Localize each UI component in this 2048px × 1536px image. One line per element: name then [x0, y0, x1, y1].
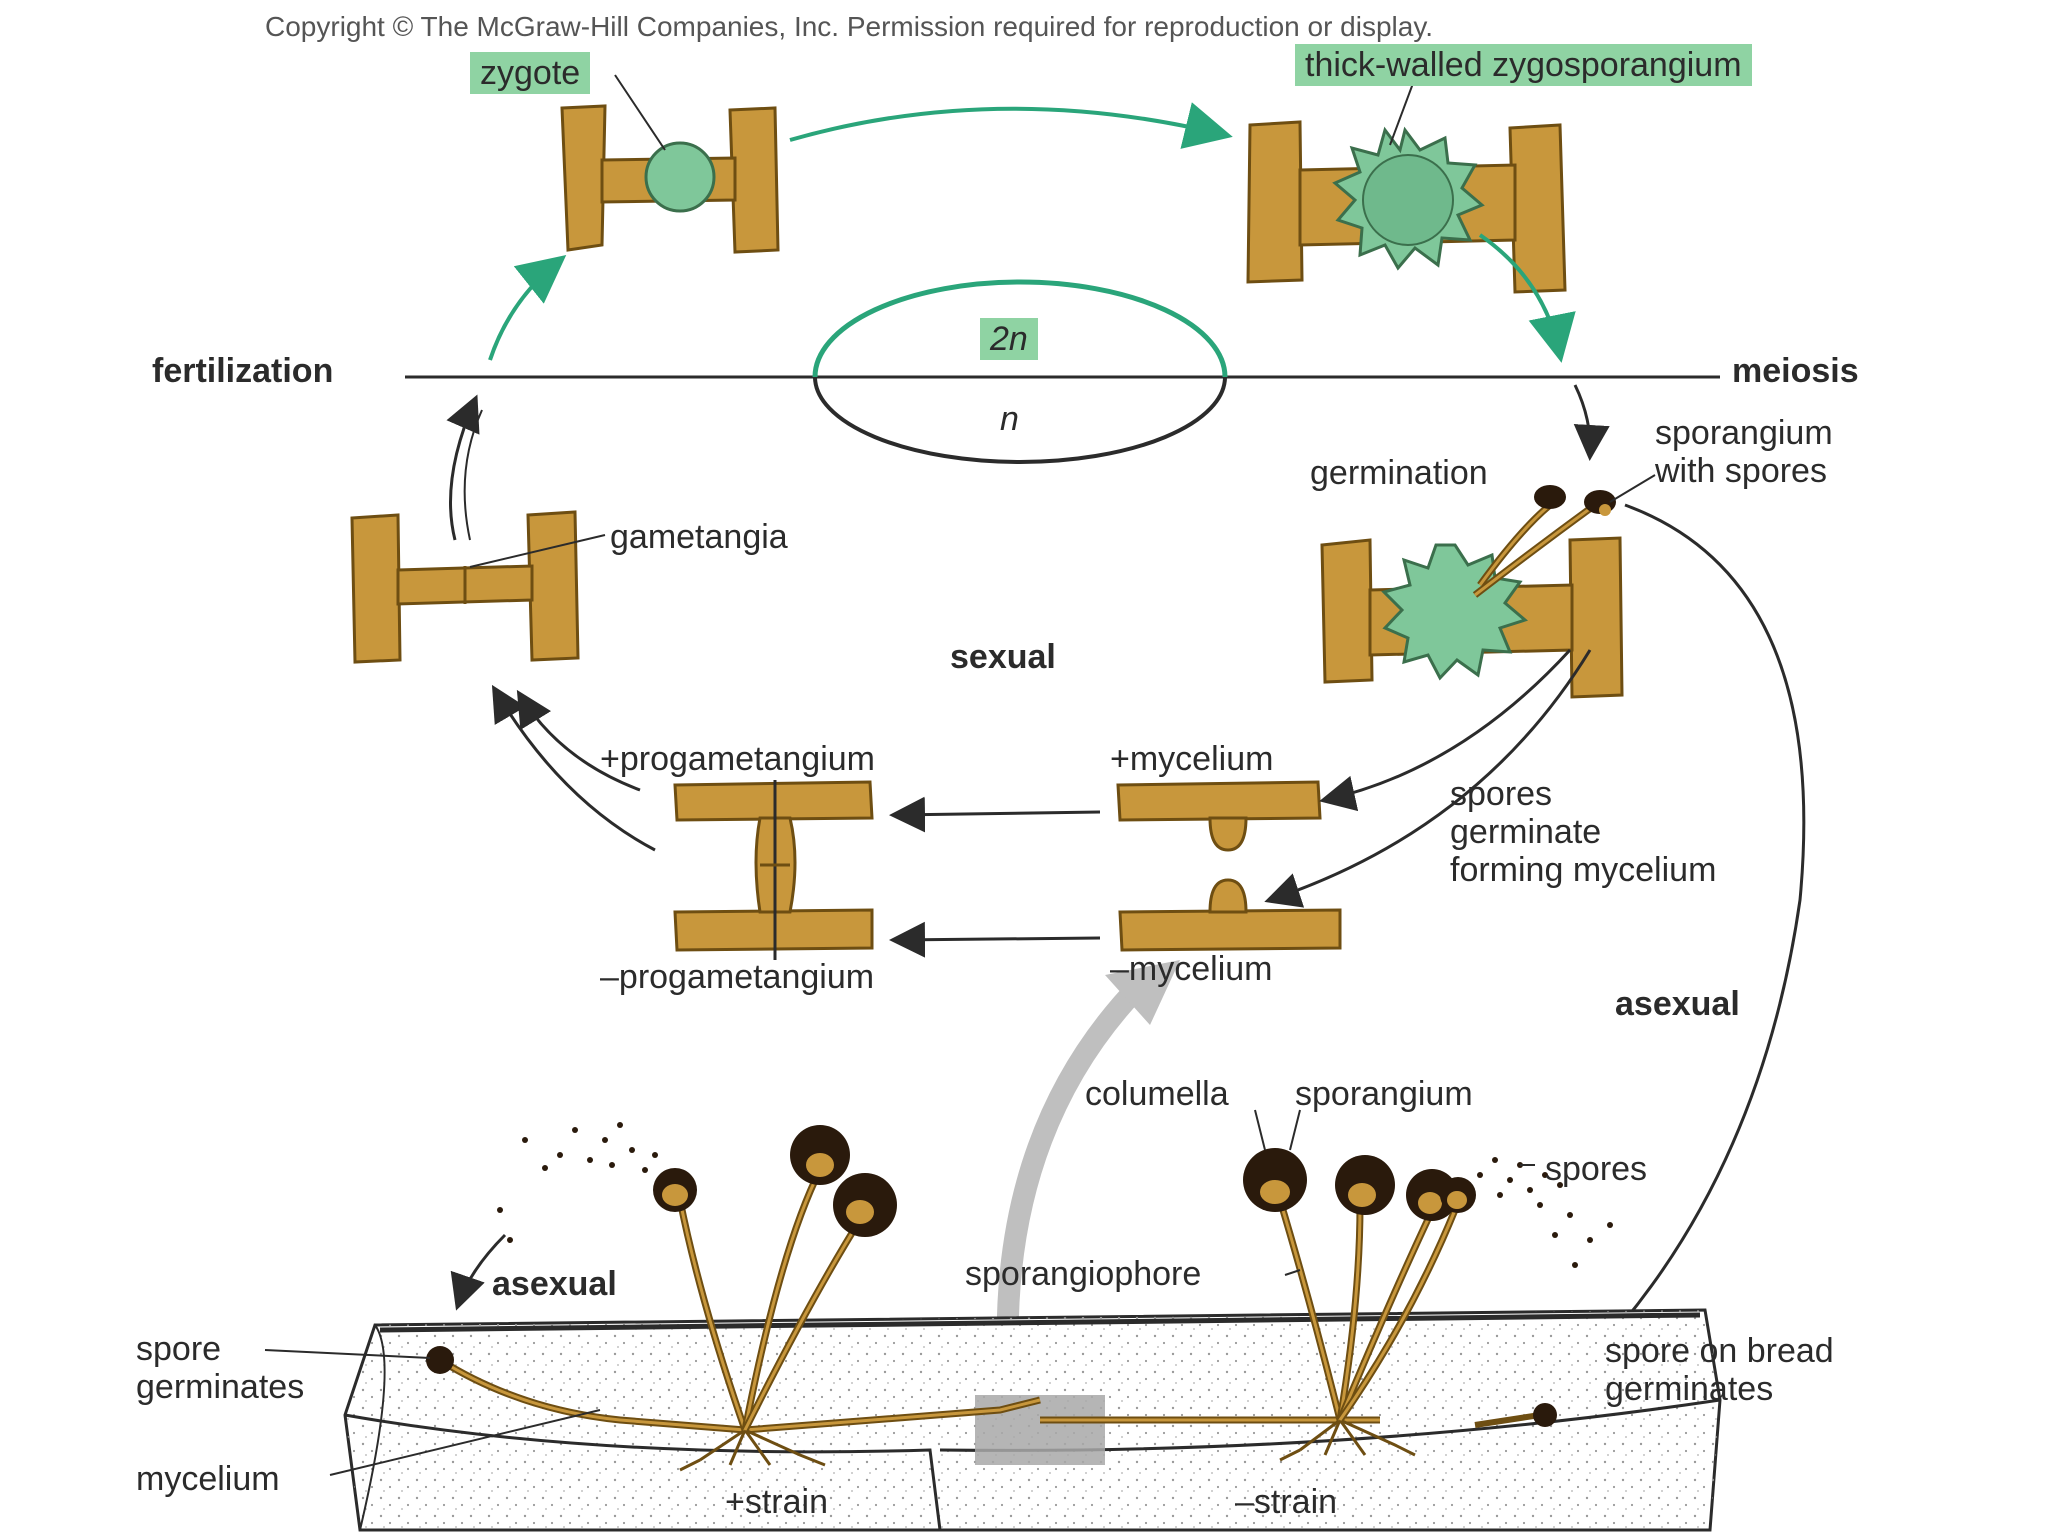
spore-on-bread-line1: spore on bread: [1605, 1332, 1834, 1370]
green-cycle-arrows: [488, 102, 1576, 363]
sporangiophore-label: sporangiophore: [965, 1255, 1202, 1293]
spores-germinate-line1: spores: [1450, 775, 1553, 813]
germinating-zygosporangium: [1320, 485, 1624, 699]
spores-germinate-line3: forming mycelium: [1450, 851, 1717, 889]
zygote-cell: [644, 141, 716, 213]
fertilization-label: fertilization: [152, 352, 334, 390]
haploid-arc: [813, 376, 1227, 464]
spores-germinate-line2: germinate: [1450, 813, 1602, 851]
zygosporangium-label: thick-walled zygosporangium: [1295, 44, 1752, 86]
meiosis-label: meiosis: [1732, 352, 1859, 390]
gametangia-label: gametangia: [610, 518, 788, 556]
mycelium-label: mycelium: [136, 1460, 280, 1498]
haploid-label: n: [1000, 400, 1019, 438]
ploidy-divider: [405, 279, 1720, 464]
leader-lines: [264, 74, 1656, 1476]
spores-to-mycelium-arrows: [1264, 648, 1592, 908]
right-sporangiophores: [1243, 1148, 1476, 1423]
sporangium-label: sporangium: [1295, 1075, 1473, 1113]
zygote-hyphae: [560, 104, 780, 254]
asexual-left-arrow: [450, 1233, 507, 1311]
mycelium-to-progametangium-arrows: [491, 684, 1101, 958]
scattered-spores: [497, 1122, 1613, 1268]
diploid-arc: [812, 279, 1228, 378]
asexual-left-label: asexual: [492, 1265, 617, 1303]
left-sporangiophores: [653, 1125, 897, 1432]
spore-germinates-line1: spore: [136, 1330, 222, 1368]
plus-minus-mycelia: [1116, 780, 1342, 952]
asexual-right-label: asexual: [1615, 985, 1740, 1023]
plus-strain-label: +strain: [725, 1483, 828, 1521]
sporangium-with-spores-line1: sporangium: [1655, 414, 1833, 452]
meiosis-arrow: [1573, 384, 1610, 461]
gametangia-hyphae: [350, 510, 580, 664]
gametangia-arrow-2: [463, 409, 483, 541]
sporangium-with-spores-line2: with spores: [1655, 452, 1827, 490]
spores-label: spores: [1545, 1150, 1648, 1188]
spore-germinates-line2: germinates: [136, 1368, 305, 1406]
asexual-long-arrow: [1585, 503, 1806, 1365]
spore-on-bread-line2: germinates: [1605, 1370, 1774, 1408]
gray-arrow-head: [1105, 960, 1180, 1025]
sexual-label: sexual: [950, 638, 1056, 676]
plus-mycelium-label: +mycelium: [1110, 740, 1274, 778]
plus-progametangium-label: +progametangium: [600, 740, 876, 778]
zygote-label: zygote: [470, 52, 591, 94]
minus-strain-label: –strain: [1235, 1483, 1338, 1521]
columella-label: columella: [1085, 1075, 1229, 1113]
minus-mycelium-label: –mycelium: [1110, 950, 1273, 988]
zygosporangium-hyphae: [1246, 120, 1567, 294]
copyright-notice: Copyright © The McGraw-Hill Companies, I…: [265, 11, 1434, 42]
minus-progametangium-label: –progametangium: [600, 958, 875, 996]
gametangia-leader: [469, 534, 606, 568]
diploid-label: 2n: [980, 318, 1038, 360]
highlight-box: [975, 1395, 1105, 1465]
progametangium-hyphae: [673, 780, 874, 960]
germination-label: germination: [1310, 454, 1488, 492]
zygosporangium-spiky-cell: [1332, 126, 1485, 271]
gametangia-arrow-1: [446, 394, 480, 541]
